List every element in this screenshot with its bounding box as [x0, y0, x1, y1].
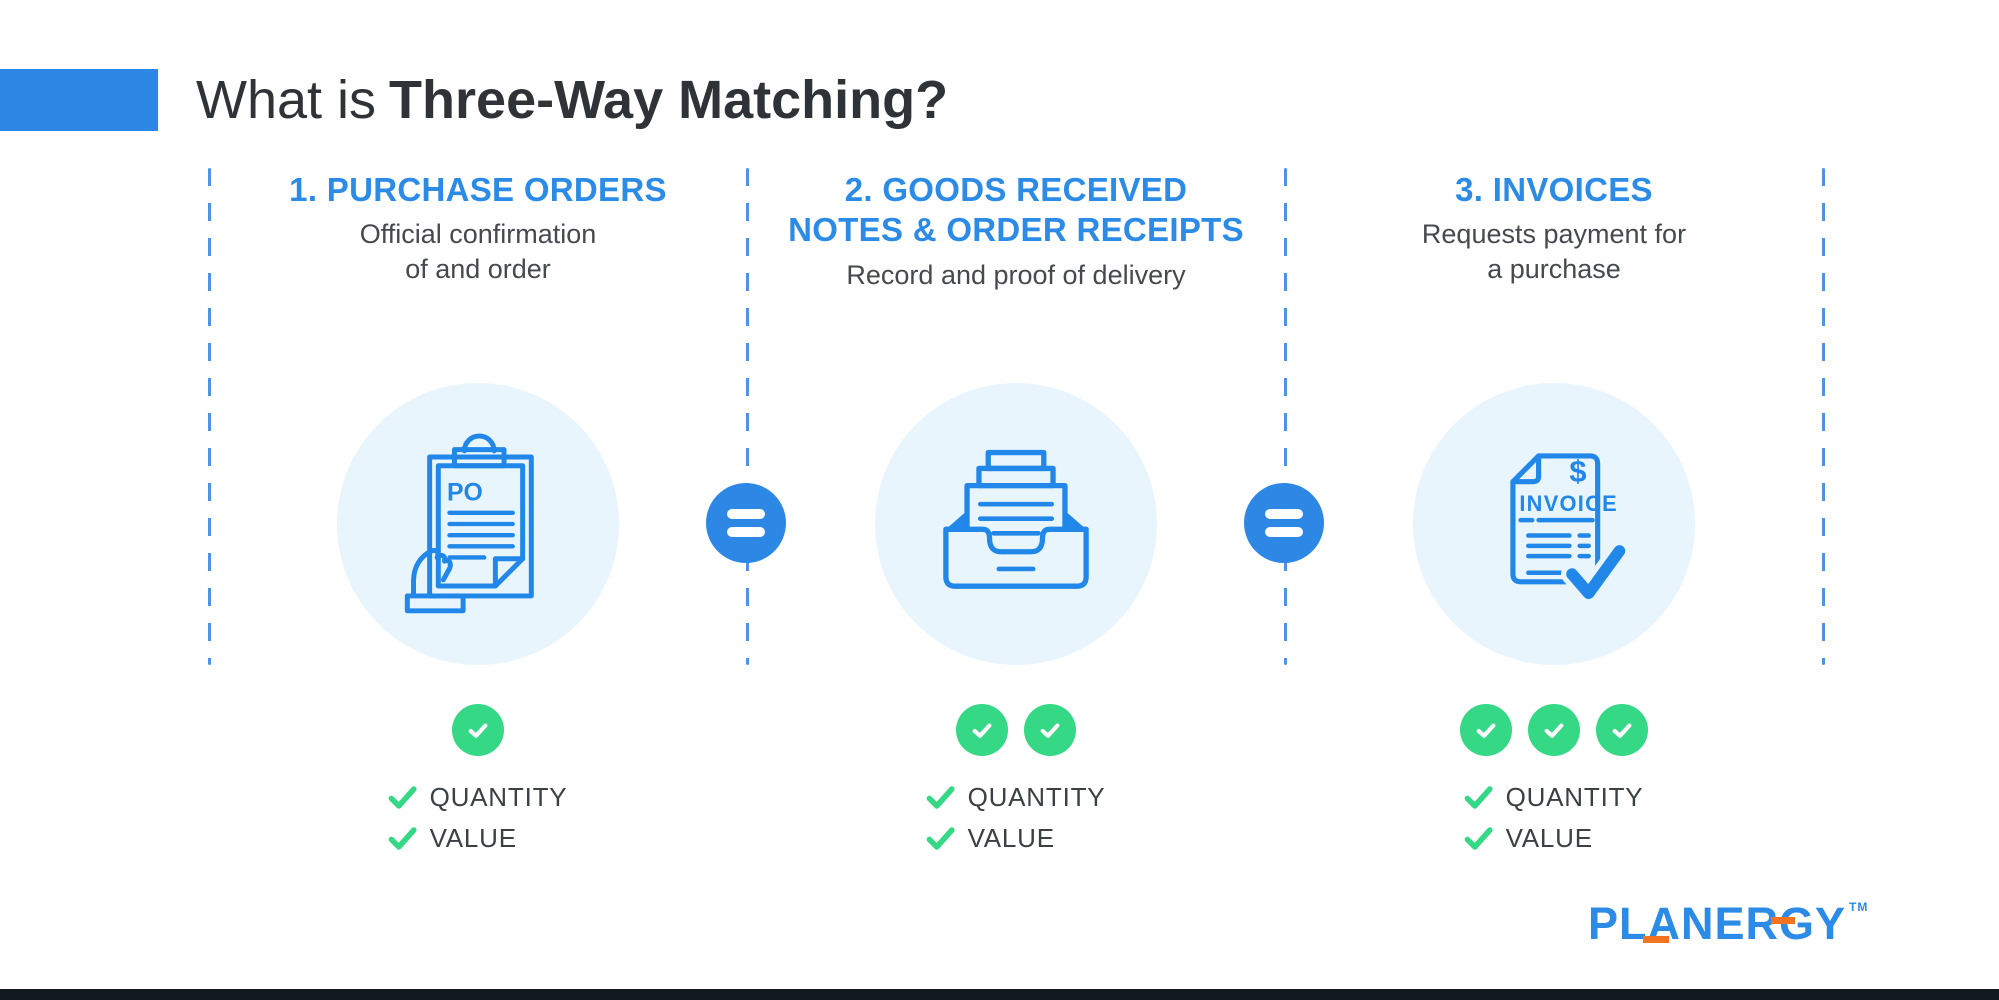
check-row: QUANTITY: [1464, 782, 1644, 813]
check-label: VALUE: [967, 823, 1055, 853]
check-circle-icon: [1528, 704, 1580, 756]
footer-bar: [0, 989, 1999, 1000]
heading-line: 1. PURCHASE ORDERS: [289, 171, 667, 208]
dashed-divider: [746, 168, 749, 665]
planergy-wordmark: PLANERGY: [1588, 898, 1846, 950]
subtitle-line: Requests payment for: [1421, 219, 1687, 250]
logo-orange-accent: [1643, 936, 1670, 943]
column-goods-received: 2. GOODS RECEIVED NOTES & ORDER RECEIPTS…: [747, 0, 1285, 1000]
match-badges: [747, 704, 1285, 756]
dashed-divider: [208, 168, 211, 665]
check-circle-icon: [956, 704, 1008, 756]
check-row: QUANTITY: [926, 782, 1106, 813]
check-row: VALUE: [1464, 823, 1593, 854]
goods-received-tray-icon: [875, 383, 1157, 665]
checkmark-icon: [388, 786, 417, 809]
checkmark-icon: [1464, 827, 1493, 850]
column-subtitle: Record and proof of delivery: [747, 258, 1285, 293]
check-list: QUANTITY VALUE: [1464, 782, 1644, 854]
invoice-document-icon: $ INVOICE: [1413, 383, 1695, 665]
check-circle-icon: [452, 704, 504, 756]
column-heading: 1. PURCHASE ORDERS: [209, 170, 747, 210]
dashed-divider: [1284, 168, 1287, 665]
page-title-bold: Three-Way Matching?: [389, 70, 949, 130]
dollar-sign-label: $: [1569, 454, 1586, 489]
invoice-label: INVOICE: [1519, 491, 1618, 516]
subtitle-line: of and order: [405, 254, 551, 285]
trademark-symbol: TM: [1849, 900, 1869, 914]
match-badges: [1285, 704, 1823, 756]
check-list: QUANTITY VALUE: [388, 782, 568, 854]
purchase-order-clipboard-icon: PO: [337, 383, 619, 665]
check-circle-icon: [1596, 704, 1648, 756]
check-circle-icon: [1024, 704, 1076, 756]
checkmark-icon: [1464, 786, 1493, 809]
subtitle-line: Official confirmation: [359, 219, 597, 250]
column-heading: 3. INVOICES: [1285, 170, 1823, 210]
check-label: VALUE: [429, 823, 517, 853]
heading-line: 2. GOODS RECEIVED: [844, 171, 1188, 208]
column-purchase-orders: 1. PURCHASE ORDERS Official confirmation…: [209, 0, 747, 1000]
column-subtitle: Requests payment for a purchase: [1285, 217, 1823, 287]
check-label: QUANTITY: [967, 782, 1106, 812]
heading-line: 3. INVOICES: [1455, 171, 1653, 208]
checkmark-icon: [926, 827, 955, 850]
subtitle-line: a purchase: [1487, 254, 1621, 285]
title-accent-bar: [0, 69, 158, 131]
heading-line: NOTES & ORDER RECEIPTS: [788, 211, 1244, 249]
logo-orange-accent: [1771, 917, 1796, 924]
brand-name: PLANERGY: [1588, 898, 1847, 949]
column-subtitle: Official confirmation of and order: [209, 217, 747, 287]
check-row: VALUE: [388, 823, 517, 854]
page-title-light: What is: [196, 70, 377, 130]
equals-icon: [706, 483, 786, 563]
checkmark-icon: [926, 786, 955, 809]
check-row: VALUE: [926, 823, 1055, 854]
po-label: PO: [447, 479, 483, 506]
check-row: QUANTITY: [388, 782, 568, 813]
check-list: QUANTITY VALUE: [926, 782, 1106, 854]
check-circle-icon: [1460, 704, 1512, 756]
subtitle-line: Record and proof of delivery: [846, 259, 1186, 290]
planergy-logo: PLANERGY TM: [1588, 898, 1868, 950]
match-badges: [209, 704, 747, 756]
check-label: QUANTITY: [1505, 782, 1644, 812]
check-label: VALUE: [1505, 823, 1593, 853]
dashed-divider: [1822, 168, 1825, 665]
column-invoices: 3. INVOICES Requests payment for a purch…: [1285, 0, 1823, 1000]
equals-icon: [1244, 483, 1324, 563]
checkmark-icon: [388, 827, 417, 850]
column-heading: 2. GOODS RECEIVED NOTES & ORDER RECEIPTS: [747, 170, 1285, 251]
check-label: QUANTITY: [429, 782, 568, 812]
